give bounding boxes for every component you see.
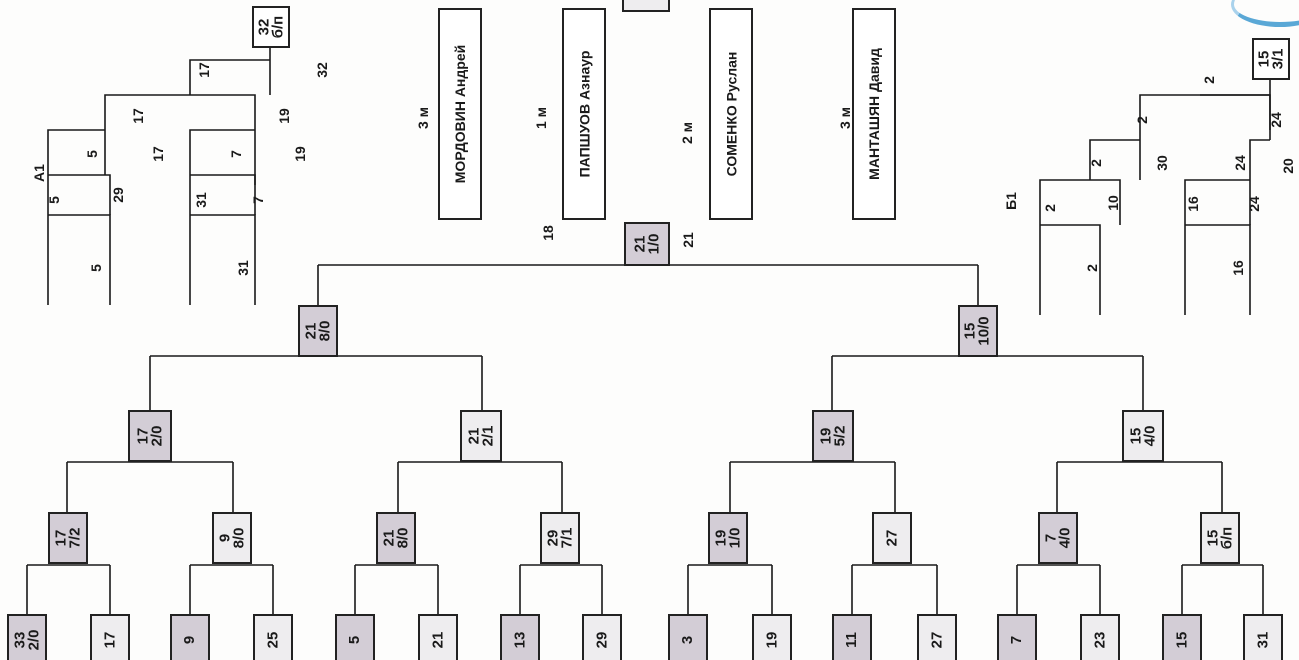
- r1-box: 3: [668, 614, 708, 660]
- b1-label: 2: [1200, 76, 1217, 84]
- r1-box: 21: [418, 614, 458, 660]
- b1-label: 2: [1041, 204, 1058, 212]
- r1-box: 7: [997, 614, 1037, 660]
- b1-title: Б1: [1002, 192, 1019, 210]
- name-somenko: СОМЕНКО Руслан: [723, 51, 740, 177]
- b1-label: 20: [1279, 158, 1296, 174]
- a1-label: 32: [313, 62, 330, 78]
- a1-label: 17: [195, 62, 212, 78]
- r1-box: 11: [832, 614, 872, 660]
- a1-label: 5: [83, 150, 100, 158]
- a1-label: 5: [87, 264, 104, 272]
- a1-label: 31: [192, 192, 209, 208]
- r1-box: 19: [752, 614, 792, 660]
- b1-label: 16: [1229, 260, 1246, 276]
- b1-label: 10: [1104, 195, 1121, 211]
- header-box: [622, 0, 670, 12]
- b1-label: 16: [1184, 196, 1201, 212]
- place-label-mantashyan: 3 м: [837, 106, 854, 130]
- r2-box: 27: [872, 512, 912, 564]
- a1-label: 17: [149, 146, 166, 162]
- r1-box: 15: [1162, 614, 1202, 660]
- name-mordovin: МОРДОВИН Андрей: [452, 44, 469, 184]
- r1-box: 31: [1243, 614, 1283, 660]
- b1-label: 24: [1231, 155, 1248, 171]
- a1-label: 7: [227, 150, 244, 158]
- r1-box: 17: [90, 614, 130, 660]
- place-box-mantashyan: МАНТАШЯН Давид: [852, 8, 896, 220]
- a1-label: 17: [129, 108, 146, 124]
- name-mantashyan: МАНТАШЯН Давид: [866, 48, 882, 180]
- name-papshuov: ПАПШУОВ Азнаур: [576, 50, 592, 178]
- a1-label: 7: [249, 196, 266, 204]
- a1-label: 5: [45, 196, 62, 204]
- r1-box: 9: [170, 614, 210, 660]
- r1-box: 29: [582, 614, 622, 660]
- place-box-mordovin: МОРДОВИН Андрей: [438, 8, 482, 220]
- place-label-somenko: 2 м: [679, 121, 696, 145]
- b1-label: 2: [1133, 116, 1150, 124]
- a1-label: 19: [291, 146, 308, 162]
- final-left-score: 18: [539, 225, 556, 241]
- place-label-papshuov: 1 м: [533, 106, 550, 130]
- b1-label: 24: [1245, 196, 1262, 212]
- place-box-papshuov: ПАПШУОВ Азнаур: [562, 8, 606, 220]
- a1-label: 29: [109, 187, 126, 203]
- r1-box: 13: [500, 614, 540, 660]
- r1-box: 25: [253, 614, 293, 660]
- a1-label: 19: [275, 108, 292, 124]
- place-label-mordovin: 3 м: [415, 106, 432, 130]
- b1-label: 30: [1153, 155, 1170, 171]
- a1-label: 31: [234, 260, 251, 276]
- r1-box: 23: [1080, 614, 1120, 660]
- a1-title: А1: [30, 164, 47, 182]
- r1-box: 27: [917, 614, 957, 660]
- b1-label: 2: [1087, 159, 1104, 167]
- b1-label: 24: [1267, 112, 1284, 128]
- r1-box: 5: [335, 614, 375, 660]
- place-box-somenko: СОМЕНКО Руслан: [709, 8, 753, 220]
- b1-label: 2: [1083, 264, 1100, 272]
- final-right-score: 21: [679, 232, 696, 248]
